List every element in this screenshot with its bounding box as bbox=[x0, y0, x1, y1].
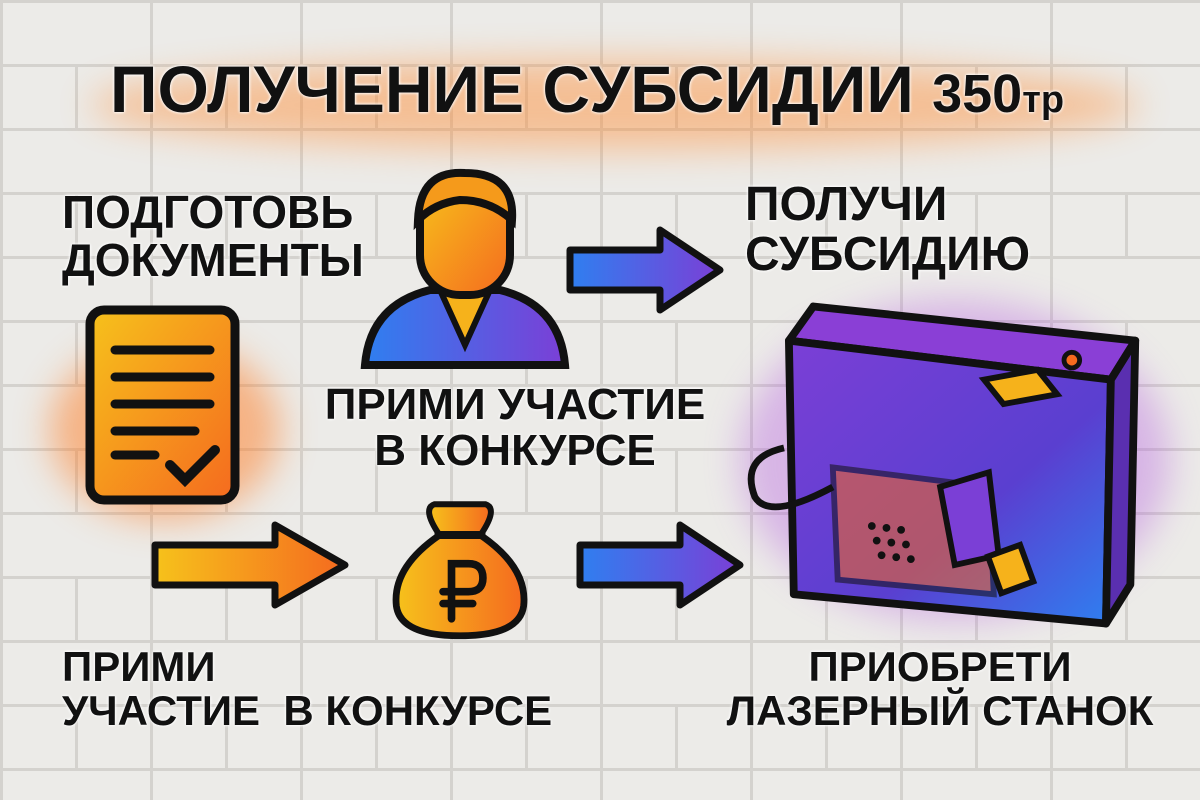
step-prepare-documents-label: ПОДГОТОВЬ ДОКУМЕНТЫ bbox=[62, 188, 364, 285]
label-line: СУБСИДИЮ bbox=[745, 228, 1031, 282]
label-line: УЧАСТИЕ В КОНКУРСЕ bbox=[62, 687, 553, 735]
arrow-right-icon bbox=[566, 226, 724, 314]
label-line: ПРИМИ УЧАСТИЕ bbox=[324, 380, 706, 429]
arrow-right-icon bbox=[151, 521, 349, 609]
title-unit: тр bbox=[1022, 79, 1065, 121]
label-line: ПОДГОТОВЬ bbox=[62, 186, 354, 238]
title: ПОЛУЧЕНИЕ СУБСИДИИ 350тр bbox=[110, 52, 1065, 126]
document-checkmark-icon bbox=[85, 305, 240, 505]
step-participate-label: ПРИМИ УЧАСТИЕ В КОНКУРСЕ bbox=[300, 380, 730, 476]
step-contest-label: ПРИМИ УЧАСТИЕ В КОНКУРСЕ bbox=[62, 643, 553, 735]
label-line: В КОНКУРСЕ bbox=[374, 426, 656, 476]
label-line: ПОЛУЧИ bbox=[745, 178, 948, 231]
step-get-subsidy-label: ПОЛУЧИ СУБСИДИЮ bbox=[745, 178, 1031, 282]
label-line: ПРИМИ bbox=[62, 643, 216, 690]
laser-machine-icon bbox=[747, 302, 1140, 628]
label-line: ПРИОБРЕТИ bbox=[808, 643, 1072, 690]
title-text: ПОЛУЧЕНИЕ СУБСИДИИ bbox=[110, 52, 914, 126]
label-line: ДОКУМЕНТЫ bbox=[62, 234, 364, 287]
label-line: ЛАЗЕРНЫЙ СТАНОК bbox=[726, 687, 1154, 735]
title-amount: 350 bbox=[932, 64, 1023, 124]
arrow-right-icon bbox=[576, 521, 744, 609]
step-buy-laser-label: ПРИОБРЕТИ ЛАЗЕРНЫЙ СТАНОК bbox=[700, 643, 1180, 735]
businessman-icon bbox=[360, 168, 570, 369]
money-bag-ruble-icon bbox=[392, 501, 528, 640]
